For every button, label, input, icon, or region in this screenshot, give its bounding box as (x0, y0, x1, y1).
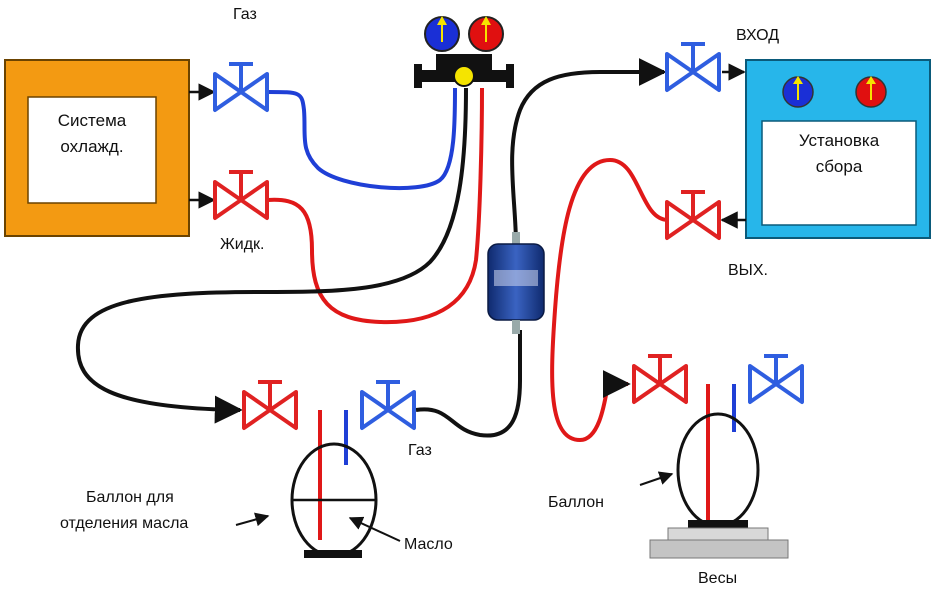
liquid-label: Жидк. (220, 236, 265, 253)
filter-to-inlet-hose (510, 58, 667, 246)
filter-drier (487, 232, 545, 334)
cylinder-gas-valve (748, 354, 804, 404)
manifold-to-separator-hose (75, 87, 468, 424)
separator-label-line2: отделения масла (60, 515, 189, 532)
gas-valve-cooling (213, 62, 269, 112)
scales (649, 527, 789, 559)
recovery-gauge-red (855, 76, 887, 108)
outlet-valve-recovery (665, 190, 721, 240)
cylinder-label: Баллон (548, 494, 604, 511)
separator-gas-valve (360, 380, 416, 430)
outlet-label: ВЫХ. (728, 262, 768, 279)
cooling-system-line1: Система (57, 111, 127, 130)
cooling-system-inner (27, 96, 157, 204)
scales-label: Весы (698, 570, 738, 587)
separator-liquid-valve (242, 380, 298, 430)
inlet-label: ВХОД (736, 27, 780, 44)
cylinder-liquid-valve (632, 354, 688, 404)
recovery-unit-line1: Установка (798, 131, 880, 150)
inlet-valve-recovery (665, 42, 721, 92)
recovery-unit-line2: сбора (815, 157, 863, 177)
recovery-unit-inner (761, 120, 917, 226)
gas-hose (267, 87, 457, 190)
separator-label-line1: Баллон для (86, 489, 174, 506)
gas-top-label: Газ (233, 6, 257, 23)
separator-to-inlet-hose (415, 330, 522, 438)
recovery-gauge-blue (782, 76, 814, 108)
cooling-system-label: Система охлажд. (28, 108, 156, 161)
gas-bottom-label: Газ (408, 442, 432, 459)
cooling-system-line2: охлажд. (60, 137, 124, 157)
oil-label: Масло (404, 536, 453, 553)
receiver-cylinder (639, 384, 760, 528)
manifold (414, 16, 514, 88)
liquid-hose (267, 87, 484, 325)
recovery-unit-label: Установка сбора (762, 128, 916, 181)
outlet-to-cylinder-hose (550, 157, 669, 443)
liquid-valve-cooling (213, 170, 269, 220)
oil-separator-cylinder (235, 410, 401, 558)
